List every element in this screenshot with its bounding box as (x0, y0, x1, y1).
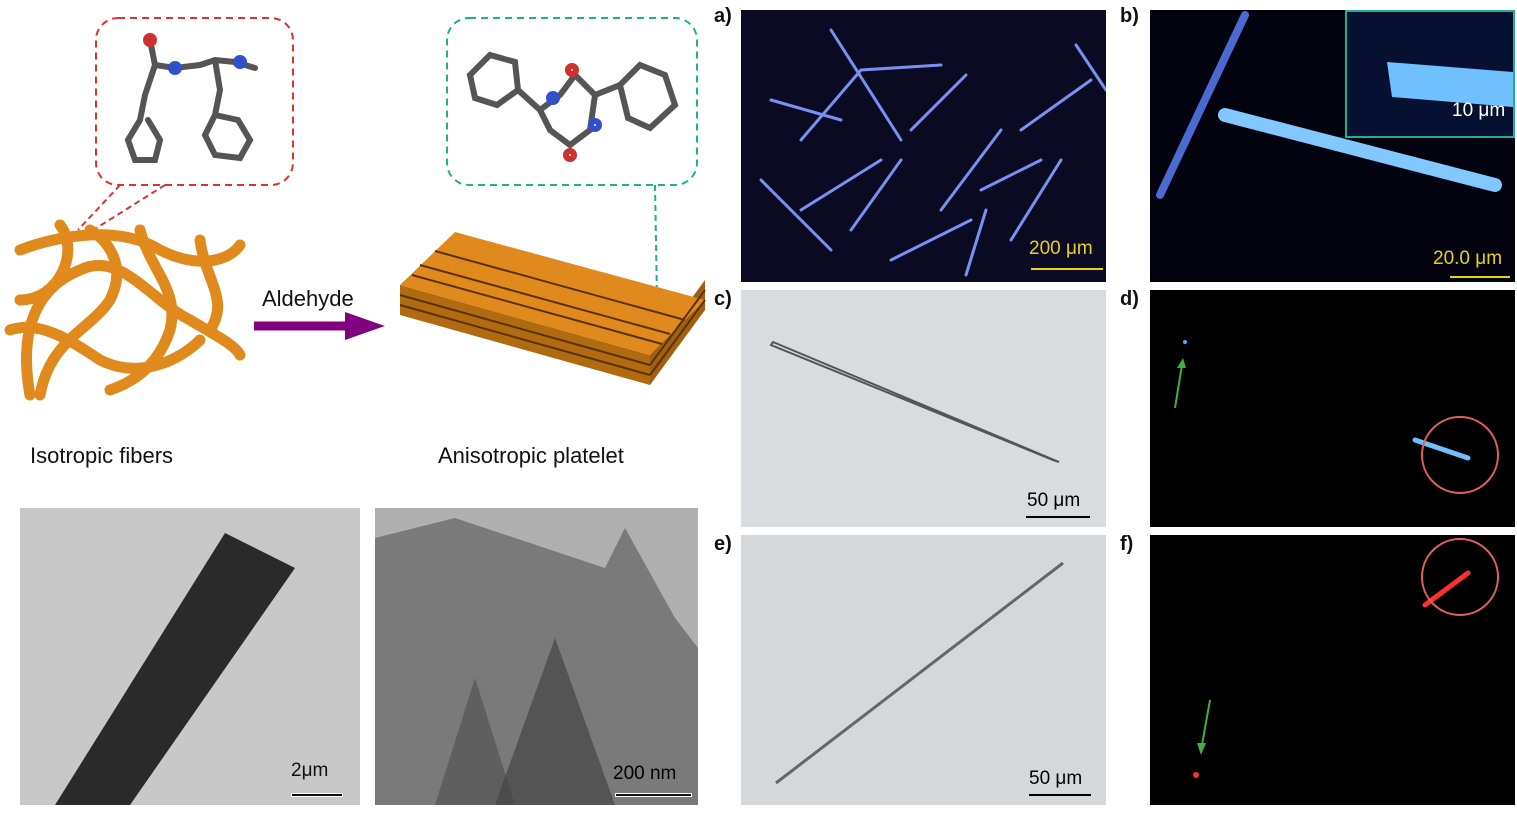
scale-label: 20.0 μm (1433, 248, 1503, 269)
panel-d-blue-emission (1150, 290, 1515, 527)
scale-label: 50 μm (1029, 768, 1083, 789)
diketopiperazine-molecule (466, 51, 679, 162)
dipeptide-box (95, 17, 294, 186)
reagent-label: Aldehyde (262, 286, 354, 311)
scale-label: 2μm (291, 760, 329, 781)
dipeptide-molecule (124, 33, 258, 163)
tem-image-platelet: 200 nm (375, 508, 698, 805)
isotropic-fibers-label: Isotropic fibers (30, 443, 174, 468)
anisotropic-platelet (399, 232, 706, 385)
scale-label: 50 μm (1027, 490, 1081, 511)
inset-scale-label: 10 μm (1452, 100, 1506, 121)
panel-label-b: b) (1120, 5, 1139, 27)
scale-label: 200 nm (613, 763, 677, 784)
panel-a-fluorescence-needles: 200 μm (741, 10, 1106, 282)
isotropic-fibers (4, 219, 246, 401)
panel-f-red-emission (1150, 535, 1515, 805)
panel-label-e: e) (714, 533, 732, 555)
diketopiperazine-box (446, 17, 698, 186)
scale-label: 200 μm (1029, 238, 1093, 259)
tem-image-rod: 2μm (20, 508, 360, 805)
panel-c-brightfield-needle: 50 μm (741, 290, 1106, 527)
panel-b-fluorescence-rod: 10 μm 20.0 μm (1150, 10, 1515, 282)
panel-label-d: d) (1120, 288, 1139, 310)
scheme-diagram (4, 17, 706, 401)
panel-label-f: f) (1120, 533, 1134, 555)
inset-magnified: 10 μm (1345, 10, 1515, 138)
panel-label-c: c) (714, 288, 732, 310)
anisotropic-platelet-label: Anisotropic platelet (438, 443, 624, 468)
panel-label-a: a) (714, 5, 732, 27)
panel-e-brightfield-needle: 50 μm (741, 535, 1106, 805)
